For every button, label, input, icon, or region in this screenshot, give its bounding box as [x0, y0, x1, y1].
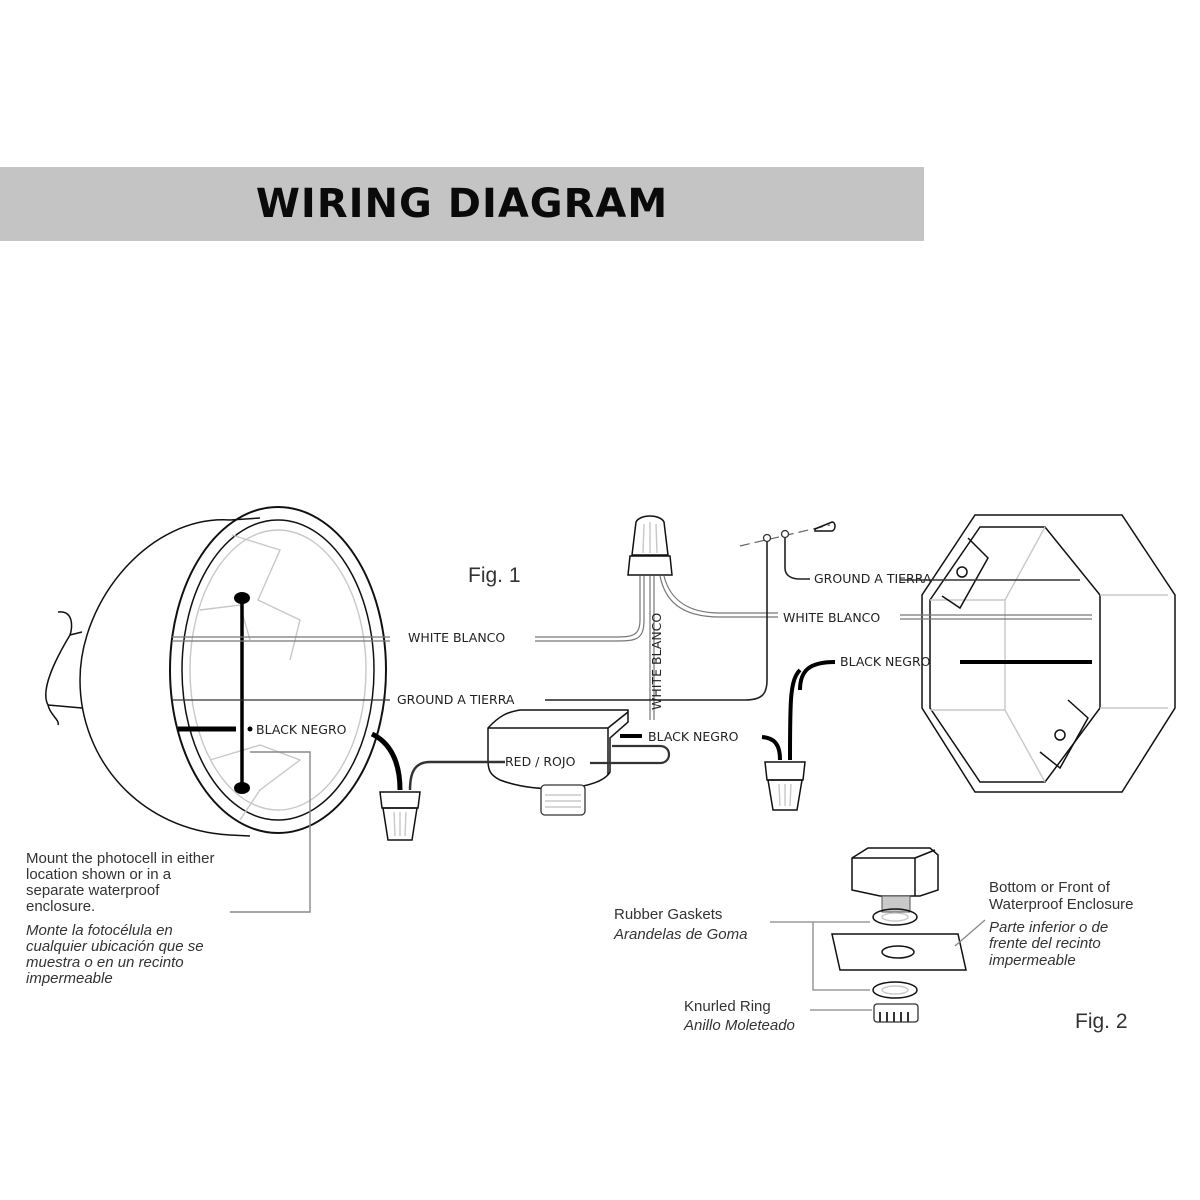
box-white-label: WHITE BLANCO	[783, 610, 880, 625]
note-en-line: location shown or in a	[26, 866, 172, 883]
note-en-line: enclosure.	[26, 898, 95, 915]
fixture-black-label: BLACK NEGRO	[256, 722, 347, 737]
knurled-ring-label-es: Anillo Moleteado	[683, 1017, 795, 1034]
photocell-black-wire	[761, 735, 782, 761]
box-black-label: BLACK NEGRO	[840, 654, 931, 669]
socket-terminal-bottom	[234, 782, 250, 794]
note-en-line: separate waterproof	[26, 882, 160, 899]
fixture-housing-back	[79, 519, 231, 836]
fig2-label: Fig. 2	[1075, 1010, 1128, 1033]
wire-nut-right	[764, 660, 836, 811]
fixture-ground-label: GROUND A TIERRA	[397, 692, 515, 707]
title-band: WIRING DIAGRAM	[0, 167, 924, 241]
fixture-rim-outer	[169, 506, 387, 834]
fixture-strap	[57, 611, 83, 637]
photocell-red-label: RED / ROJO	[505, 754, 576, 769]
mounting-note: Mount the photocell in either location s…	[26, 850, 214, 987]
photocell	[487, 709, 671, 816]
ground-screw	[739, 521, 836, 580]
wire-nut-left	[379, 791, 421, 841]
ground-wire	[545, 540, 768, 701]
enclosure-label-es: frente del recinto	[989, 935, 1101, 952]
note-es-line: Monte la fotocélula en	[26, 922, 173, 939]
enclosure-label-en: Bottom or Front of	[989, 879, 1111, 896]
fixture-rim-inner	[181, 519, 375, 821]
gaskets-label-es: Arandelas de Goma	[613, 926, 747, 943]
note-es-line: muestra o en un recinto	[26, 954, 184, 971]
figure-2	[770, 847, 986, 1023]
fixture-white-label: WHITE BLANCO	[408, 630, 505, 645]
note-es-line: impermeable	[26, 970, 113, 987]
fig1-label: Fig. 1	[468, 564, 521, 587]
page-title: WIRING DIAGRAM	[255, 181, 669, 227]
box-ground-label: GROUND A TIERRA	[814, 571, 932, 586]
knurled-ring-label-en: Knurled Ring	[684, 998, 771, 1015]
wire-nut-top	[627, 515, 673, 576]
light-fixture	[45, 506, 403, 913]
photocell-white-label: WHITE BLANCO	[649, 613, 664, 710]
note-es-line: cualquier ubicación que se	[26, 938, 204, 955]
junction-box	[900, 514, 1176, 793]
enclosure-label-en: Waterproof Enclosure	[989, 896, 1134, 913]
note-leader-line	[230, 751, 311, 913]
gaskets-label-en: Rubber Gaskets	[614, 906, 722, 923]
photocell-black-label: BLACK NEGRO	[648, 729, 739, 744]
enclosure-label-es: Parte inferior o de	[989, 919, 1108, 936]
socket-terminal-top	[234, 592, 250, 604]
note-en-line: Mount the photocell in either	[26, 850, 214, 867]
enclosure-label-es: impermeable	[989, 952, 1076, 969]
red-wire	[408, 760, 505, 791]
